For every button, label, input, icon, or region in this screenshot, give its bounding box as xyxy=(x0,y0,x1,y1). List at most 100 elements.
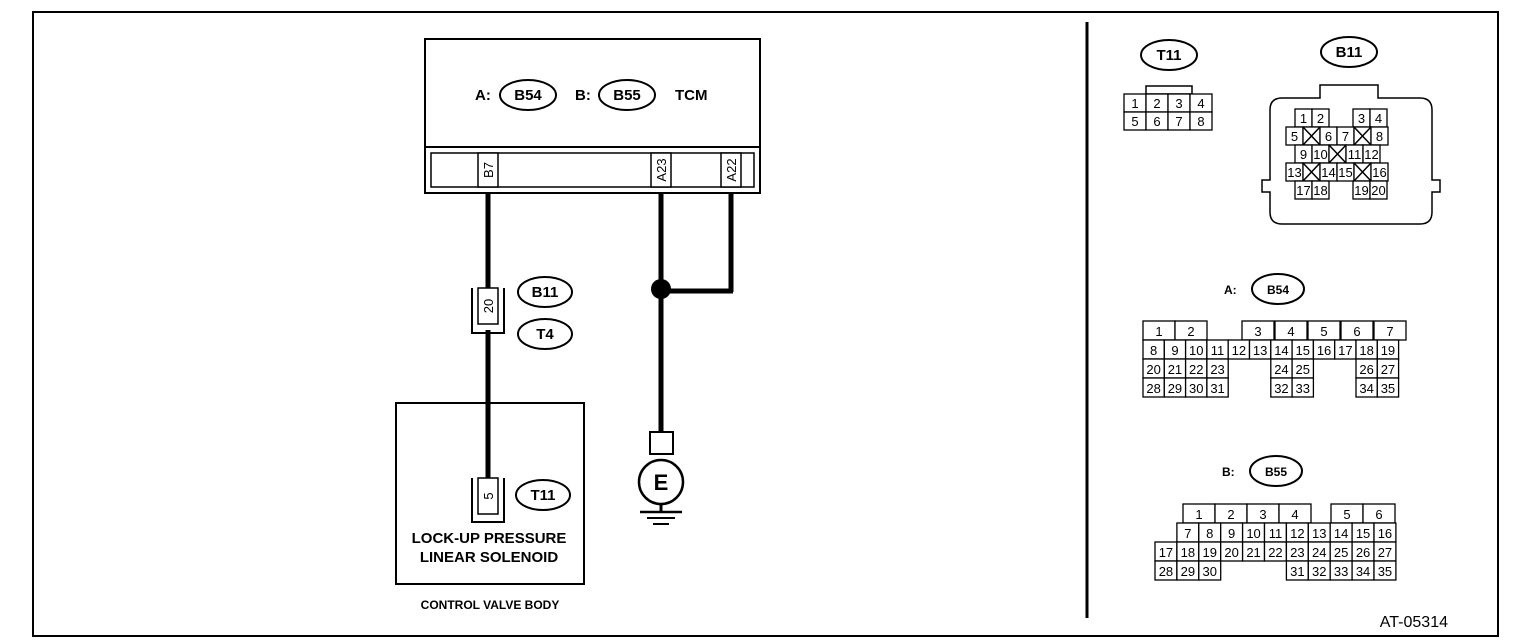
tcm-name: TCM xyxy=(675,87,708,104)
connector-cavity xyxy=(1198,560,1222,581)
wire-ground xyxy=(651,193,734,432)
harness-connector-badge-t4 xyxy=(517,318,573,350)
pin-number: 29 xyxy=(1168,381,1182,396)
pin-number: 7 xyxy=(1386,324,1393,339)
pin-number: 24 xyxy=(1312,545,1326,560)
pin-number: 33 xyxy=(1296,381,1310,396)
pin-number: 15 xyxy=(1338,165,1352,180)
pin-number: 11 xyxy=(1348,147,1362,162)
pin-number: 27 xyxy=(1381,362,1395,377)
pin-number: 11 xyxy=(1211,343,1225,358)
pin-number: 8 xyxy=(1376,129,1383,144)
pin-number: 16 xyxy=(1372,165,1386,180)
pin-number: 30 xyxy=(1203,564,1217,579)
pin-number: 31 xyxy=(1290,564,1304,579)
tcm-pin-a22: A22 xyxy=(720,152,742,188)
tcm-connector-b-badge xyxy=(598,79,656,111)
pin-number: 5 xyxy=(1343,507,1350,522)
pin-number: 1 xyxy=(1195,507,1202,522)
pin-number: 13 xyxy=(1312,526,1326,541)
pin-number: 4 xyxy=(1197,96,1204,111)
pin-number: 21 xyxy=(1246,545,1260,560)
tcm-connector-b-label: B55 xyxy=(613,87,641,104)
b55-view-label: B55 xyxy=(1265,465,1287,479)
blocked-cavity-mark xyxy=(1302,126,1321,146)
tcm-connector-a-badge xyxy=(499,79,557,111)
pin-number: 10 xyxy=(1313,147,1327,162)
connector-cavity xyxy=(1311,180,1330,200)
pin-number: 26 xyxy=(1359,362,1373,377)
pin-number: 18 xyxy=(1181,545,1195,560)
pin-number: 3 xyxy=(1259,507,1266,522)
pin-number: 13 xyxy=(1253,343,1267,358)
pin-number: 16 xyxy=(1317,343,1331,358)
tcm-pin-a23: A23 xyxy=(650,152,672,188)
pin-number: 6 xyxy=(1353,324,1360,339)
svg-text:B7: B7 xyxy=(481,162,496,178)
pin-number: 14 xyxy=(1274,343,1288,358)
pin-number: 9 xyxy=(1171,343,1178,358)
pin-number: 3 xyxy=(1358,111,1365,126)
pin-number: 23 xyxy=(1290,545,1304,560)
pin-number: 35 xyxy=(1378,564,1392,579)
pin-number: 17 xyxy=(1338,343,1352,358)
connector-cavity xyxy=(1206,377,1229,398)
harness-connector-label-t4: T4 xyxy=(536,326,554,343)
control-valve-body: 5 T11 LOCK-UP PRESSURE LINEAR SOLENOID C… xyxy=(395,402,585,612)
b55-view-prefix: B: xyxy=(1222,465,1235,479)
pin-number: 31 xyxy=(1210,381,1224,396)
pin-number: 35 xyxy=(1381,381,1395,396)
pin-number: 7 xyxy=(1175,114,1182,129)
harness-connector-badge-b11 xyxy=(517,276,573,308)
pin-number: 2 xyxy=(1187,324,1194,339)
harness-pin-label: 20 xyxy=(481,299,496,313)
pin-number: 1 xyxy=(1131,96,1138,111)
pin-number: 19 xyxy=(1203,545,1217,560)
pin-number: 12 xyxy=(1364,147,1378,162)
harness-connector: 20 B11 T4 xyxy=(471,276,573,350)
pin-number: 17 xyxy=(1296,183,1310,198)
pin-number: 3 xyxy=(1175,96,1182,111)
tcm-unit: A: B54 B: B55 TCM xyxy=(424,38,761,194)
pin-number: 3 xyxy=(1254,324,1261,339)
pin-number: 6 xyxy=(1153,114,1160,129)
pin-number: 34 xyxy=(1356,564,1370,579)
pin-number: 13 xyxy=(1287,165,1301,180)
connector-cavity xyxy=(1376,377,1400,398)
pin-number: 7 xyxy=(1342,129,1349,144)
figure-id: AT-05314 xyxy=(1380,614,1448,631)
pin-number: 4 xyxy=(1287,324,1294,339)
pin-number: 24 xyxy=(1274,362,1288,377)
blocked-cavity-mark xyxy=(1328,144,1347,164)
pin-number: 19 xyxy=(1354,183,1368,198)
pin-number: 25 xyxy=(1296,362,1310,377)
tcm-connector-a-prefix: A: xyxy=(475,87,491,104)
pin-number: 4 xyxy=(1291,507,1298,522)
t11-view-label: T11 xyxy=(1156,47,1181,64)
pin-number: 18 xyxy=(1359,343,1373,358)
blocked-cavity-mark xyxy=(1353,126,1372,146)
connector-cavity xyxy=(1369,180,1388,200)
pin-number: 8 xyxy=(1197,114,1204,129)
pin-number: 20 xyxy=(1224,545,1238,560)
pin-number: 1 xyxy=(1300,111,1307,126)
pin-number: 32 xyxy=(1312,564,1326,579)
solenoid-name-line1: LOCK-UP PRESSURE xyxy=(412,530,567,547)
ground-point: E xyxy=(637,431,685,525)
frame xyxy=(32,11,1499,637)
pin-number: 8 xyxy=(1150,343,1157,358)
blocked-cavity-mark xyxy=(1302,162,1321,182)
tcm-pin-b7: B7 xyxy=(477,152,499,188)
pin-number: 28 xyxy=(1146,381,1160,396)
b54-view-label: B54 xyxy=(1267,283,1289,297)
blocked-cavity-mark xyxy=(1353,162,1372,182)
pin-number: 23 xyxy=(1210,362,1224,377)
pin-number: 12 xyxy=(1232,343,1246,358)
pin-number: 21 xyxy=(1168,362,1182,377)
pin-number: 19 xyxy=(1381,343,1395,358)
solenoid-pin-label: 5 xyxy=(481,492,496,499)
